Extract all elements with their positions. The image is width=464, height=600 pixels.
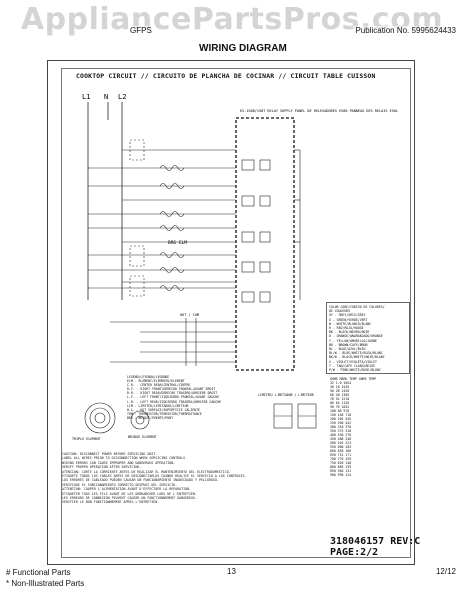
color-code-legend: COLOR CODE/CODIGO DE COLORES/ DE COULEUR… [326,302,410,374]
color-legend-line: V - VIOLET/VIOLETA/VIOLET [329,359,377,364]
table-row: 550 600 203 [330,445,352,449]
relay-panel [235,117,295,371]
color-legend-line: R - RED/ROJO/ROUGE [329,326,364,331]
table-row: 250 260 442 [330,421,352,425]
note-line: VERIFY PROPER OPERATION AFTER SERVICING. [62,465,142,470]
model-number: GFPS [128,26,154,35]
table-header-cell: OHMS [330,377,338,381]
board-label: HOT / COM [180,313,199,317]
table-row: 150 148 710 [330,413,352,417]
note-line: VERIFIER LE BON FONCTIONNEMENT APRES L'E… [62,500,160,505]
color-legend-line: BK/W - BLACK/WHITE/NOIR/BLANC [329,355,385,360]
page-number: 13 [227,567,236,576]
element-legend-line: R.F. - RIGHT FRONT/DERECHO FRONTAL/AVANT… [127,387,216,392]
element-legend-line: LEGEND/LEYENDA/LEGENDE [127,375,170,379]
table-row: 450 488 248 [330,437,352,441]
bridge-element-caption: BRIDGE ELEMENT [128,435,157,439]
color-legend-line: G - GREEN/VERDE/VERT [329,317,368,322]
element-legend-line: THM - THERMISTOR/TERMISTOR/THERMISTANCE [127,411,202,416]
table-row: 400 430 278 [330,433,352,437]
element-legend-line: R.R. - RIGHT REAR/DERECHO TRASERO/ARRIER… [127,391,218,396]
color-legend-line: COLOR CODE/CODIGO DE COLORES/ [329,305,385,309]
note-line: ETIQUETER TOUS LES FILS AVANT DE LES DEB… [62,491,197,496]
table-row: 900 998 124 [330,473,352,477]
table-row: 750 828 148 [330,461,352,465]
note-line: ATTENTION: COUPER L'ALIMENTATION AVANT D… [62,487,192,492]
table-row: 70 52 1210 [330,397,350,401]
element-legend-line: C.R. - CENTER REAR/CENTRAL/CENTRE [127,383,191,388]
table-row: 200 205 545 [330,417,352,421]
thermistor-table-header: OHMS MARK TEMP OHMS TEMP [330,377,410,381]
table-row: 350 375 318 [330,429,352,433]
publication-number: Publication No. 5995624433 [353,26,458,35]
element-legend-line: H.L. - HOT SURFACE/SUPERFICIE CALIENTE [127,407,200,412]
color-legend-line: T - TAN/CAFE CLARO/BEIGE [329,363,376,368]
element-legend-line: LIM - LIMITER/LIMITADOR/LIMITEUR [127,403,189,408]
revision-date: 12/12 [435,567,456,576]
diagram-page-count: PAGE:2/2 [330,547,379,558]
color-legend-line: Y - YELLOW/AMARILLO/JAUNE [329,338,377,343]
triple-element-caption: TRIPLE ELEMENT [72,437,101,441]
supply-l1: L1 [82,93,90,101]
note-line: WIRING ERRORS CAN CAUSE IMPROPER AND DAN… [62,460,176,465]
color-legend-line: DE COULEURS [329,309,351,314]
supply-l2: L2 [118,93,126,101]
color-legend-line: BL/W - BLUE/WHITE/BLEU/BLANC [329,351,383,356]
page-title: WIRING DIAGRAM [199,43,287,54]
part-number-rev: 318046157 REV:C [330,536,421,547]
supply-n: N [104,93,108,101]
bridge-label: BRG ELM [168,240,187,246]
table-row: 300 318 370 [330,425,352,429]
table-row: 100 88 970 [330,409,350,413]
table-row: 60 40 1305 [330,393,350,397]
diagram-frame [47,60,415,565]
color-legend-line: O - ORANGE/ANARANJADO/ORANGE [329,334,383,339]
table-header-cell: TEMP [368,377,377,381]
note-line: LABEL ALL WIRES PRIOR TO DISCONNECTION W… [62,456,188,461]
color-legend-line: GY - GREY/GRIS/GRIS [329,313,366,318]
element-legend-line: ELM - ELEMENT/ELEMENTO/ELEMENT [127,379,185,384]
bridge-element-icon [130,410,150,430]
footer-legend: # Functional Parts * Non-Illustrated Par… [6,567,84,589]
limiter-label: LIMITER/ LIMITADOR / LIMITEUR [258,393,314,397]
note-line: LOS ERRORES DE CABLEADO PUEDEN CAUSAR UN… [62,478,219,483]
circuit-title: COOKTOP CIRCUIT // CIRCUITO DE PLANCHA D… [76,72,376,80]
non-illustrated-note: * Non-Illustrated Parts [6,579,85,588]
table-row: 700 770 159 [330,457,352,461]
note-line: LES ERREURS DE CONNEXION PEUVENT CAUSER … [62,496,197,501]
caution-notes: CAUTION: DISCONNECT POWER BEFORE SERVICI… [62,452,324,505]
note-line: VERIFIQUE EL FUNCIONAMIENTO CORRECTO DES… [62,482,178,487]
table-row: 50 28 1420 [330,389,350,393]
diagram-inner-frame [61,68,411,558]
color-legend-line: BK - BLACK/NEGRO/NOIR [329,330,370,335]
table-row: 800 885 139 [330,465,352,469]
element-legend: LEGEND/LEYENDA/LEGENDE ELM - ELEMENT/ELE… [127,375,255,420]
table-row: 90 76 1042 [330,405,350,409]
thermistor-table: OHMS MARK TEMP OHMS TEMP 32 1.0 1654 40 … [330,377,410,527]
table-header-cell: MARK [339,377,348,381]
table-row: 850 940 131 [330,469,352,473]
table-row: 80 64 1120 [330,401,350,405]
color-legend-line: W - WHITE/BLANCO/BLANC [329,321,372,326]
table-row: 40 18 1545 [330,385,350,389]
table-row: 650 715 171 [330,453,352,457]
functional-parts-note: # Functional Parts [6,568,71,577]
element-legend-line: L.R. - LEFT REAR/IZQUIERDO TRASERO/ARRIE… [127,399,222,404]
color-legend-line: P/W - PINK/WHITE/ROSE/BLANC [329,368,381,373]
color-legend-line: BR - BROWN/CAFE/BRUN [329,342,368,347]
table-row: 500 545 223 [330,441,352,445]
color-legend-line: BL - BLUE/AZUL/BLEU [329,347,366,352]
note-line: CAUTION: DISCONNECT POWER BEFORE SERVICI… [62,452,158,456]
relay-panel-label: ES-150B/150T RELAY SUPPLY PANEL DE RELEV… [240,109,398,113]
note-line: ETIQUETE TODOS LOS CABLES ANTES DE DESCO… [62,474,247,479]
element-legend-line: L.F. - LEFT FRONT/IZQUIERDO FRONTAL/AVAN… [127,395,220,400]
element-legend-line: BRG - BRIDGE/PUENTE/PONT [127,415,174,420]
note-line: ATENCION: CORTE LA CORRIENTE ANTES DE RE… [62,469,231,474]
table-header-cell: TEMP [349,377,357,381]
table-row: 32 1.0 1654 [330,381,352,385]
triple-element-icon [84,402,116,434]
table-header-cell: OHMS [358,377,367,381]
table-row: 600 658 186 [330,449,352,453]
